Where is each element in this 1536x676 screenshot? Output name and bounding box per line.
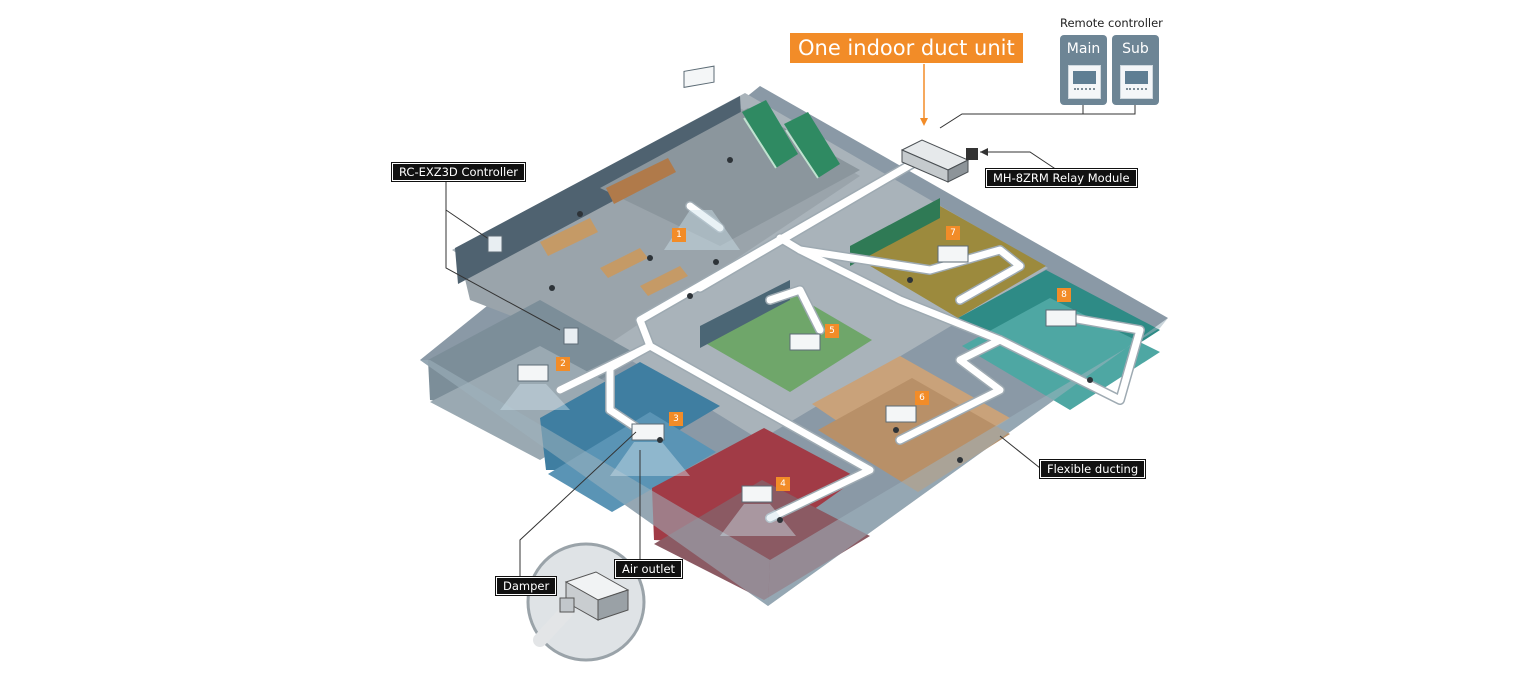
zone-4-floor [654, 480, 870, 600]
remote-controller-title: Remote controller [1060, 16, 1163, 30]
relay-module-label: MH-8ZRM Relay Module [986, 169, 1137, 187]
zone-number-6: 6 [915, 391, 929, 405]
zone-3-room [540, 362, 720, 470]
indoor-duct-unit [900, 139, 970, 183]
remote-sub-label: Sub [1122, 41, 1149, 57]
zone-number-5: 5 [825, 324, 839, 338]
glass-wall-front-right [768, 318, 1168, 606]
zone-7-wall [850, 198, 940, 266]
glass-wall-front-left [420, 360, 770, 606]
zone-number-2: 2 [556, 357, 570, 371]
remote-controller-main: Main [1060, 35, 1107, 105]
zone-number-7: 7 [946, 226, 960, 240]
controller-panel-upper [487, 235, 503, 253]
relay-arrow [980, 148, 988, 156]
flexible-duct-network [555, 153, 1145, 523]
zone-5-room [700, 292, 872, 392]
controller-panel-lower [563, 327, 579, 345]
remote-controller-sub: Sub [1112, 35, 1159, 105]
air-outlets [517, 65, 1077, 503]
zone-number-3: 3 [669, 412, 683, 426]
remote-sub-screen-icon [1120, 65, 1153, 99]
zone-number-1: 1 [672, 228, 686, 242]
indoor-duct-unit-label: One indoor duct unit [790, 33, 1023, 63]
main-unit-arrow [920, 118, 928, 126]
food-court-back-wall [455, 96, 742, 284]
remote-main-screen-icon [1068, 65, 1101, 99]
zone-number-4: 4 [776, 477, 790, 491]
zone-3-floor [548, 412, 716, 512]
zone-8-floor [962, 298, 1160, 410]
zone-number-8: 8 [1057, 288, 1071, 302]
controller-label: RC-EXZ3D Controller [392, 163, 526, 181]
flexible-ducting-label: Flexible ducting [1040, 460, 1146, 478]
escalators [742, 100, 840, 179]
food-court-shelves [540, 158, 688, 296]
damper-label: Damper [496, 577, 557, 595]
remote-main-label: Main [1066, 41, 1101, 57]
relay-module-box [966, 148, 978, 160]
people-figures [549, 157, 1093, 523]
air-outlet-label: Air outlet [615, 560, 683, 578]
